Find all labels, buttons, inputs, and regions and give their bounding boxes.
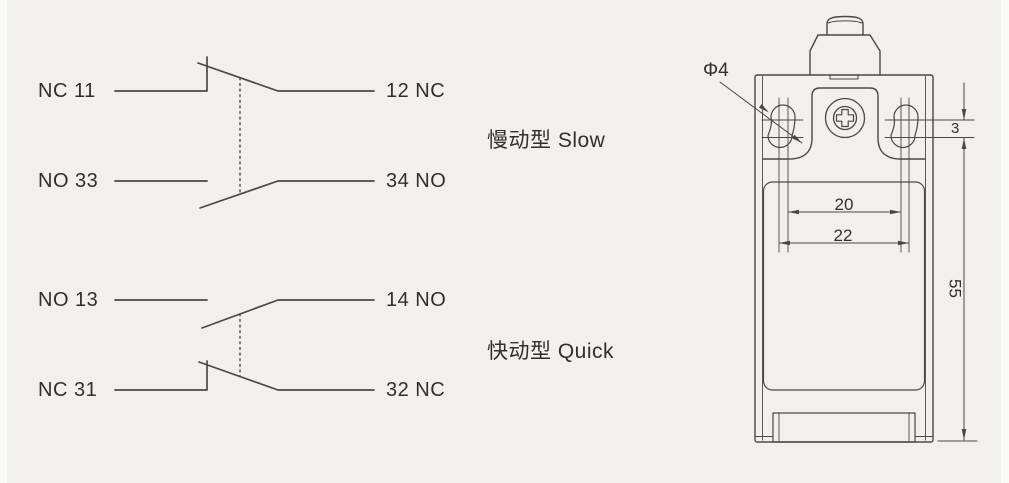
bottom-recess (772, 412, 916, 443)
terminal-label-no33: NO 33 (38, 170, 99, 192)
body-top-notch (829, 74, 859, 80)
dia4-arrowhead-tip (791, 134, 802, 143)
plunger-cap (826, 15, 864, 36)
mounting-bracket-plate (762, 87, 926, 160)
terminal-label-nc11: NC 11 (38, 80, 96, 102)
page-edge-left (0, 0, 7, 483)
nc31-terminal-line (114, 360, 208, 391)
dia4-arrowhead-outer (758, 104, 769, 113)
dim-label-22: 22 (833, 226, 853, 245)
switch-outline-drawing (754, 15, 975, 443)
nc11-terminal-line (114, 56, 208, 92)
no13-moving-blade (201, 299, 375, 329)
mounting-slot-left (767, 104, 796, 149)
slot-horizontal-centerlines (761, 119, 975, 138)
terminal-label-12nc: 12 NC (386, 80, 446, 102)
dim-label-3: 3 (951, 120, 960, 137)
body-inner-walls (762, 75, 926, 441)
no33-moving-blade (199, 180, 375, 209)
screw-boss-circle (824, 97, 866, 139)
slot-vertical-extension-lines (778, 97, 910, 253)
circuit-quick-action (114, 299, 375, 391)
front-cover-panel (762, 181, 926, 391)
nc11-moving-blade (197, 62, 375, 92)
page-edge-right (1001, 0, 1009, 483)
terminal-label-32nc: 32 NC (386, 379, 446, 401)
dim20-arrow-left (788, 209, 799, 215)
plunger-shoulder (809, 34, 881, 76)
dim22-arrow-right (898, 240, 909, 246)
dim22-arrow-left (779, 240, 790, 246)
circuit-slow-action (114, 56, 375, 209)
action-type-label-quick: 快动型 Quick (487, 340, 615, 363)
dim-label-55: 55 (945, 279, 965, 298)
screw-phillips-cross (835, 108, 855, 128)
dim20-arrow-right (890, 209, 901, 215)
dimension-lines (719, 81, 978, 442)
dim55-arrow-bottom (961, 429, 967, 440)
nc31-moving-blade (198, 361, 375, 391)
screw-head-circle (832, 105, 858, 131)
mounting-slot-right (890, 104, 919, 149)
terminal-label-34no: 34 NO (386, 170, 447, 192)
action-type-label-slow: 慢动型 Slow (487, 129, 606, 152)
terminal-label-nc31: NC 31 (38, 379, 98, 401)
terminal-label-14no: 14 NO (386, 289, 447, 311)
dim3-arrow-down (961, 109, 967, 120)
dia4-leader-line (719, 81, 803, 144)
bottom-recess-inner-lines (778, 412, 910, 443)
terminal-label-no13: NO 13 (38, 289, 99, 311)
dim-label-20: 20 (834, 195, 854, 214)
dim-label-hole-diameter: Φ4 (703, 60, 729, 81)
plunger-cap-inner-line (828, 20, 862, 24)
